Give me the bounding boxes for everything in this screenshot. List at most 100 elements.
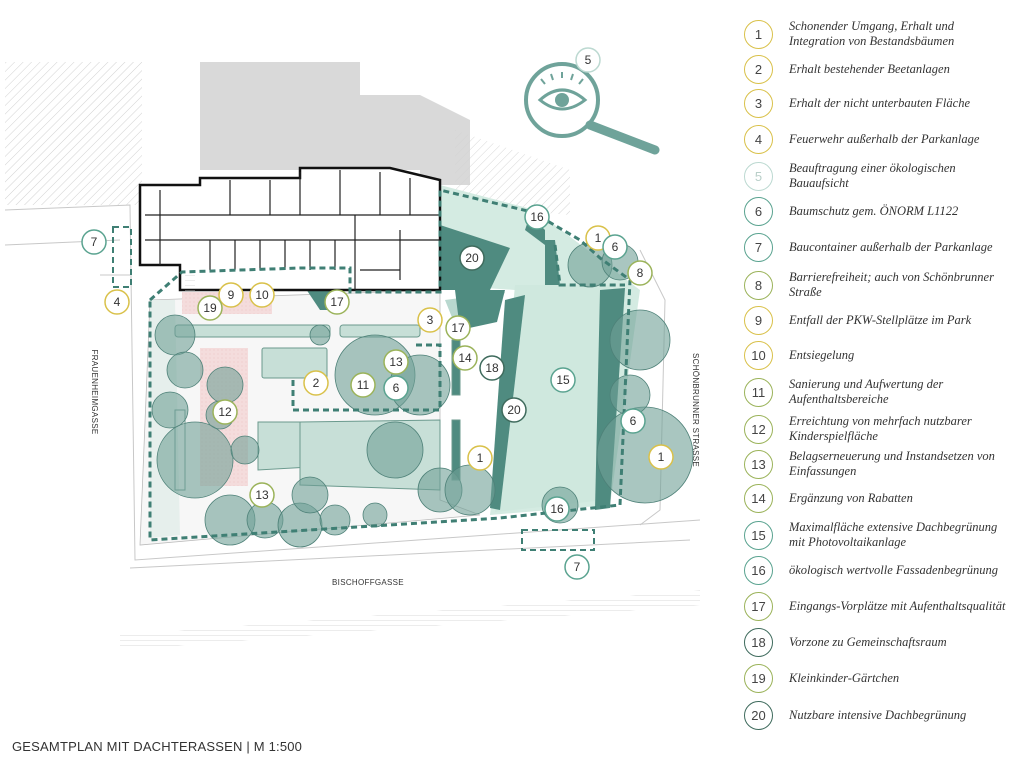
- plan-marker: 8: [627, 260, 653, 286]
- legend-number: 3: [744, 89, 773, 118]
- plan-marker: 18: [479, 355, 505, 381]
- legend-text: Erreichtung von mehrfach nutzbarer Kinde…: [789, 414, 972, 443]
- plan-marker: 3: [417, 307, 443, 333]
- plan-marker-number: 16: [550, 502, 564, 516]
- plan-marker: 1: [467, 445, 493, 471]
- legend-text: Schonender Umgang, Erhalt und Integratio…: [789, 19, 955, 48]
- plan-marker-number: 12: [218, 405, 232, 419]
- plan-marker-circle: [197, 295, 223, 321]
- plan-marker-circle: [104, 289, 130, 315]
- neighbor-blocks: [5, 62, 700, 650]
- plan-marker-number: 1: [477, 451, 484, 465]
- plan-marker-number: 17: [451, 321, 465, 335]
- plan-marker: 16: [524, 204, 550, 230]
- legend-number: 2: [744, 55, 773, 84]
- plan-marker-number: 1: [595, 231, 602, 245]
- legend-text: ökologisch wertvolle Fassadenbegrünung: [789, 563, 998, 577]
- legend-text: Entfall der PKW-Stellplätze im Park: [789, 313, 972, 327]
- plan-marker-number: 9: [228, 288, 235, 302]
- plan-marker: 7: [564, 554, 590, 580]
- plan-marker: 6: [620, 408, 646, 434]
- plan-marker-number: 6: [612, 240, 619, 254]
- plan-marker-circle: [249, 482, 275, 508]
- plan-marker-number: 7: [574, 560, 581, 574]
- legend-text: Feuerwehr außerhalb der Parkanlage: [789, 132, 980, 146]
- plan-marker-number: 4: [114, 295, 121, 309]
- legend-text: Erhalt bestehender Beetanlagen: [789, 62, 950, 76]
- plan-marker: 10: [249, 282, 275, 308]
- plan-marker: 6: [602, 234, 628, 260]
- plan-marker: 6: [383, 375, 409, 401]
- plan-marker: 15: [550, 367, 576, 393]
- plan-marker-circle: [445, 315, 471, 341]
- plan-marker: 7: [81, 229, 107, 255]
- plan-marker-number: 18: [485, 361, 499, 375]
- legend-item: 11 Sanierung und Aufwertung der Aufenthal…: [744, 377, 1011, 407]
- legend-item: 3 Erhalt der nicht unterbauten Fläche: [744, 89, 1011, 118]
- plan-marker-number: 1: [658, 450, 665, 464]
- plan-marker-circle: [383, 375, 409, 401]
- plan-marker-circle: [648, 444, 674, 470]
- plan-marker-circle: [544, 496, 570, 522]
- plan-marker-circle: [81, 229, 107, 255]
- plan-marker-number: 17: [330, 295, 344, 309]
- street-label-east: SCHÖNBRUNNER STRASSE: [691, 353, 700, 467]
- plan-marker-circle: [218, 282, 244, 308]
- plan-marker: 4: [104, 289, 130, 315]
- plan-marker: 11: [350, 372, 376, 398]
- legend-item: 2 Erhalt bestehender Beetanlagen: [744, 55, 1011, 84]
- legend-text: Kleinkinder-Gärtchen: [789, 671, 900, 685]
- legend-number: 13: [744, 449, 773, 479]
- legend-number: 14: [744, 484, 773, 513]
- plan-marker-circle: [575, 47, 601, 73]
- plan-marker: 2: [303, 370, 329, 396]
- plan-marker-circle: [467, 445, 493, 471]
- plan-marker-circle: [324, 289, 350, 315]
- plan-marker-circle: [249, 282, 275, 308]
- plan-marker: 20: [501, 397, 527, 423]
- plan-marker: 14: [452, 345, 478, 371]
- plan-marker: 19: [197, 295, 223, 321]
- legend-text: Erhalt der nicht unterbauten Fläche: [789, 96, 970, 110]
- legend-text: Sanierung und Aufwertung der Aufenthalts…: [789, 377, 944, 406]
- legend-text: Barrierefreiheit; auch von Schönbrunner …: [789, 270, 994, 299]
- plan-marker-circle: [550, 367, 576, 393]
- plan-marker-number: 3: [427, 313, 434, 327]
- plan-marker-number: 19: [203, 301, 217, 315]
- plan-marker-number: 5: [585, 53, 592, 67]
- plan-marker-circle: [524, 204, 550, 230]
- plan-marker-circle: [501, 397, 527, 423]
- legend-number: 18: [744, 628, 773, 657]
- street-label-west: FRAUENHEIMGASSE: [90, 350, 99, 435]
- plan-marker: 13: [249, 482, 275, 508]
- legend-text: Belagserneuerung und Instandsetzen von E…: [789, 449, 995, 478]
- legend-text: Baumschutz gem. ÖNORM L1122: [789, 204, 959, 218]
- plan-marker-number: 11: [357, 378, 370, 392]
- legend-number: 11: [744, 377, 773, 407]
- plan-marker: 16: [544, 496, 570, 522]
- plan-marker-number: 16: [530, 210, 544, 224]
- plan-marker-circle: [620, 408, 646, 434]
- plan-marker: 9: [218, 282, 244, 308]
- plan-caption: GESAMTPLAN MIT DACHTERASSEN | M 1:500: [12, 739, 303, 754]
- plan-marker: 12: [212, 399, 238, 425]
- legend-text: Nutzbare intensive Dachbegrünung: [789, 708, 967, 722]
- legend-number: 15: [744, 520, 773, 550]
- legend-number: 20: [744, 701, 773, 730]
- legend-number: 5: [744, 161, 773, 191]
- legend-number: 7: [744, 233, 773, 262]
